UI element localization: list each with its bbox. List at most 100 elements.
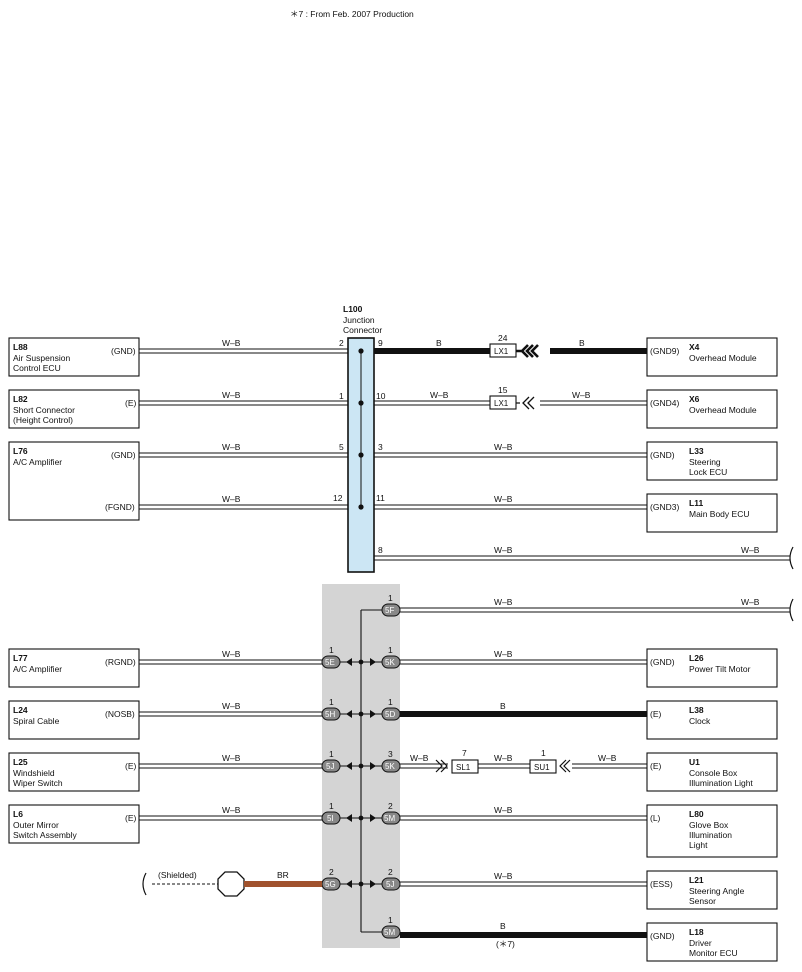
svg-text:L18: L18 (689, 927, 704, 937)
splice-connector-left: 5E 1 (321, 645, 341, 669)
svg-text:L80: L80 (689, 809, 704, 819)
component-L24: L24 Spiral Cable (NOSB) (8, 700, 140, 740)
wire-color-label: W–B (430, 390, 449, 400)
svg-text:L88: L88 (13, 342, 28, 352)
component-L6: L6 Outer Mirror Switch Assembly (E) (8, 804, 140, 844)
jpin-r-3: 3 (378, 442, 383, 452)
svg-text:L24: L24 (13, 705, 28, 715)
svg-text:(GND): (GND) (111, 346, 136, 356)
wire-color-label: W–B (494, 545, 513, 555)
svg-text:5M: 5M (384, 928, 395, 937)
wire-color-label: W–B (494, 494, 513, 504)
wire-color-label: W–B (494, 871, 513, 881)
production-note: ＊7 : From Feb. 2007 Production (290, 9, 414, 19)
svg-text:Windshield: Windshield (13, 768, 55, 778)
wire-color-label: W–B (222, 494, 241, 504)
wire-color-label: BR (277, 870, 289, 880)
svg-text:Switch Assembly: Switch Assembly (13, 830, 78, 840)
svg-text:Control ECU: Control ECU (13, 363, 61, 373)
svg-text:SL1: SL1 (456, 763, 471, 772)
svg-text:Clock: Clock (689, 716, 711, 726)
svg-text:Main Body ECU: Main Body ECU (689, 509, 749, 519)
wire-wb (374, 452, 790, 561)
svg-text:7: 7 (462, 748, 467, 758)
svg-text:L77: L77 (13, 653, 28, 663)
inline-connector-label: LX1 (494, 399, 509, 408)
svg-text:Short Connector: Short Connector (13, 405, 75, 415)
svg-text:5H: 5H (325, 710, 335, 719)
junction-dot (358, 348, 364, 354)
svg-text:Overhead Module: Overhead Module (689, 405, 757, 415)
svg-text:5M: 5M (384, 814, 395, 823)
svg-text:(NOSB): (NOSB) (105, 709, 135, 719)
svg-text:(GND4): (GND4) (650, 398, 679, 408)
splice-connector-right: 5K 3 (381, 749, 401, 773)
svg-text:1: 1 (329, 749, 334, 759)
shield-ground-icon (217, 871, 245, 897)
svg-text:1: 1 (388, 915, 393, 925)
wire-color-label: W–B (222, 442, 241, 452)
jpin-l-12: 12 (333, 493, 343, 503)
inline-connector-sl1: SL1 7 (435, 748, 479, 774)
splice-connector-right: 5J 2 (381, 867, 401, 891)
svg-text:5D: 5D (385, 710, 395, 719)
wire-color-label: B (579, 338, 585, 348)
svg-text:(E): (E) (125, 398, 137, 408)
wire-color-label: W–B (598, 753, 617, 763)
svg-text:(GND): (GND) (650, 931, 675, 941)
wire-color-label: W–B (741, 545, 760, 555)
wire-continuation-icon (789, 546, 794, 570)
wire-color-label: W–B (222, 338, 241, 348)
svg-text:L33: L33 (689, 446, 704, 456)
svg-text:5E: 5E (325, 658, 335, 667)
splice-connector-right: 5F 1 (381, 593, 401, 617)
wire-color-label: W–B (494, 597, 513, 607)
jpin-r-8: 8 (378, 545, 383, 555)
svg-text:X4: X4 (689, 342, 700, 352)
component-U1: (E) U1 Console Box Illumination Light (646, 752, 778, 792)
svg-text:Steering Angle: Steering Angle (689, 886, 745, 896)
wire-wb (139, 348, 348, 510)
jpin-l-5: 5 (339, 442, 344, 452)
wire-continuation-icon (789, 598, 794, 622)
svg-text:(E): (E) (650, 709, 662, 719)
svg-text:L11: L11 (689, 498, 703, 508)
component-X4: (GND9) X4 Overhead Module (646, 337, 778, 377)
component-L25: L25 Windshield Wiper Switch (E) (8, 752, 140, 792)
wire-color-label: W–B (410, 753, 429, 763)
component-L33: (GND) L33 Steering Lock ECU (646, 441, 778, 481)
svg-text:1: 1 (329, 645, 334, 655)
svg-text:A/C Amplifier: A/C Amplifier (13, 457, 62, 467)
wire-color-label: W–B (741, 597, 760, 607)
svg-text:L76: L76 (13, 446, 28, 456)
svg-text:(RGND): (RGND) (105, 657, 136, 667)
svg-text:2: 2 (329, 867, 334, 877)
svg-text:5K: 5K (385, 658, 395, 667)
junction-line1: Junction (343, 315, 375, 325)
junction-dot (358, 400, 364, 406)
wire-color-label: W–B (222, 390, 241, 400)
shielded-label: (Shielded) (158, 870, 197, 880)
svg-text:Outer Mirror: Outer Mirror (13, 820, 59, 830)
jpin-r-11: 11 (376, 493, 385, 503)
svg-text:1: 1 (541, 748, 546, 758)
svg-text:Wiper Switch: Wiper Switch (13, 778, 63, 788)
svg-text:(GND): (GND) (111, 450, 136, 460)
svg-text:5K: 5K (385, 762, 395, 771)
svg-text:Air Suspension: Air Suspension (13, 353, 70, 363)
component-L76: L76 A/C Amplifier (GND) (FGND) (8, 441, 140, 521)
inline-connector-su1: SU1 1 (529, 748, 571, 774)
svg-text:Steering: Steering (689, 457, 721, 467)
svg-text:(GND): (GND) (650, 450, 675, 460)
svg-text:Glove Box: Glove Box (689, 820, 729, 830)
svg-text:5G: 5G (325, 880, 336, 889)
wire-wb (139, 659, 322, 821)
splice-connector-right: 5M 1 (381, 915, 401, 939)
svg-text:L6: L6 (13, 809, 23, 819)
wire-continuation-icon (142, 872, 147, 896)
connector-arrow-icon (516, 396, 535, 410)
svg-text:(FGND): (FGND) (105, 502, 135, 512)
wire-color-label: B (500, 701, 506, 711)
svg-text:(Height Control): (Height Control) (13, 415, 73, 425)
